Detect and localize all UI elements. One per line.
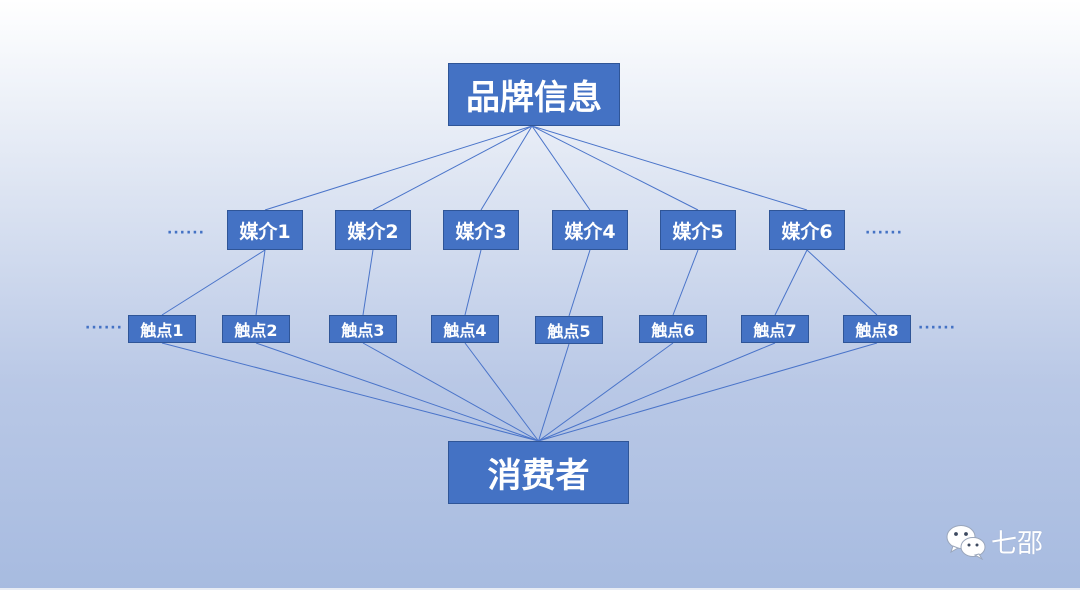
connector-media6-touch8: [806, 249, 878, 316]
connector-media3-touch4: [464, 249, 482, 316]
touchpoint-node-1[interactable]: 触点1: [128, 315, 196, 343]
touchpoint-node-7[interactable]: 触点7: [741, 315, 809, 343]
connector-touch5-consumer: [538, 343, 570, 442]
wechat-icon: [946, 525, 986, 560]
connector-touch7-consumer: [538, 342, 776, 442]
connector-media6-touch7: [774, 249, 808, 316]
watermark-text: 七邵: [991, 528, 1044, 559]
consumer-node[interactable]: 消费者: [448, 441, 629, 504]
media-node-4[interactable]: 媒介4: [552, 210, 628, 250]
connector-touch4-consumer: [464, 342, 539, 442]
media-node-3[interactable]: 媒介3: [443, 210, 519, 250]
touchpoint-ellipsis-right: ······: [918, 320, 956, 336]
media-node-6[interactable]: 媒介6: [769, 210, 845, 250]
touchpoint-node-3[interactable]: 触点3: [329, 315, 397, 343]
connector-brand-media-5: [531, 125, 699, 211]
connector-media1-touch2: [255, 249, 266, 316]
media-ellipsis-right: ······: [865, 225, 903, 241]
bottom-divider: [0, 588, 1080, 590]
connector-brand-media-2: [372, 125, 533, 211]
connector-touch8-consumer: [538, 342, 878, 442]
connector-media5-touch6: [672, 249, 699, 316]
touchpoint-node-6[interactable]: 触点6: [639, 315, 707, 343]
wechat-watermark: 七邵: [945, 522, 1043, 560]
connector-media1-touch1: [161, 249, 266, 316]
connector-brand-media-3: [480, 125, 533, 211]
connector-brand-media-4: [531, 125, 591, 211]
media-node-5[interactable]: 媒介5: [660, 210, 736, 250]
connector-media4-touch5: [568, 249, 591, 317]
media-node-1[interactable]: 媒介1: [227, 210, 303, 250]
media-ellipsis-left: ······: [167, 225, 205, 241]
connector-touch3-consumer: [362, 342, 539, 442]
touchpoint-node-8[interactable]: 触点8: [843, 315, 911, 343]
touchpoint-node-4[interactable]: 触点4: [431, 315, 499, 343]
connector-media2-touch3: [362, 249, 374, 316]
connector-touch2-consumer: [255, 342, 539, 442]
connector-touch1-consumer: [161, 342, 539, 442]
connector-brand-media-1: [264, 125, 533, 211]
touchpoint-ellipsis-left: ······: [85, 320, 123, 336]
touchpoint-node-2[interactable]: 触点2: [222, 315, 290, 343]
brand-info-node[interactable]: 品牌信息: [448, 63, 620, 126]
touchpoint-node-5[interactable]: 触点5: [535, 316, 603, 344]
connector-brand-media-6: [531, 125, 808, 211]
connector-touch6-consumer: [538, 342, 674, 442]
media-node-2[interactable]: 媒介2: [335, 210, 411, 250]
